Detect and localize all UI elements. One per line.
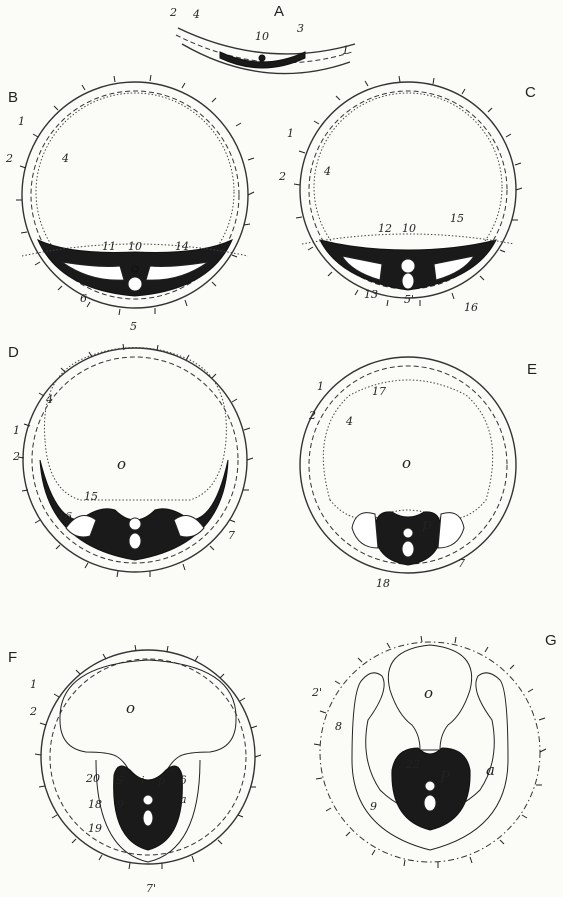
panel-e-label-o: o (402, 454, 411, 472)
panel-d-letter: D (8, 344, 19, 361)
panel-d-label-15: 15 (84, 490, 98, 503)
panel-b-label-11: 11 (102, 240, 116, 253)
panel-c: C 1 2 4 12 10 15 13 5' 16 (278, 76, 536, 314)
panel-f-label-i: i (141, 774, 145, 787)
panel-a: A 2 4 10 3 1 (169, 3, 355, 74)
panel-e-label-7: 7 (458, 557, 465, 570)
panel-e-left-amnion-fold (352, 513, 378, 548)
panel-d-label-o: o (117, 455, 126, 473)
panel-f-label-o: o (126, 699, 135, 717)
panel-d: D 1 4 2 o 15 16 7 (8, 344, 253, 577)
panel-b: B 1 2 4 11 10 14 6 5 (5, 75, 254, 333)
panel-b-neural-tube (128, 277, 142, 291)
panel-g-label-8: 8 (335, 720, 342, 733)
panel-a-label-2: 2 (169, 6, 177, 19)
panel-c-label-2: 2 (278, 170, 286, 183)
panel-f-label-19: 19 (88, 822, 102, 835)
panel-g-notochord-ring (425, 781, 435, 791)
panel-b-label-10: 10 (128, 240, 142, 253)
panel-f-label-2: 2 (29, 705, 37, 718)
panel-d-label-4: 4 (45, 393, 53, 406)
panel-g-label-p: P (439, 768, 451, 786)
panel-a-letter: A (274, 3, 284, 20)
panel-c-label-4: 4 (323, 165, 331, 178)
panel-f-neural-tube (143, 810, 153, 826)
panel-f-label-20: 20 (85, 772, 100, 785)
panel-a-notochord (259, 55, 265, 61)
panel-g-letter: G (545, 632, 557, 649)
panel-g-villi (314, 636, 546, 868)
panel-f-label-9: 9 (117, 798, 124, 811)
panel-c-label-5prime: 5' (404, 293, 414, 306)
panel-e-label-18: 18 (376, 577, 390, 590)
panel-g-neural-tube (424, 795, 436, 811)
panel-e-label-2: 2 (308, 409, 316, 422)
panel-b-label-14: 14 (175, 240, 189, 253)
panel-b-label-4: 4 (61, 152, 69, 165)
panel-c-neural-tube (402, 273, 414, 289)
panel-f-yolk-sac (60, 660, 236, 790)
panel-a-label-1: 1 (342, 44, 349, 57)
panel-e-letter: E (527, 361, 537, 378)
panel-c-yolk-line (302, 234, 514, 244)
panel-f-label-18: 18 (88, 798, 102, 811)
panel-d-label-16: 16 (58, 510, 72, 523)
panel-c-label-16: 16 (464, 301, 478, 314)
panel-e-right-amnion-fold (438, 513, 464, 548)
panel-c-letter: C (525, 84, 536, 101)
panel-c-label-1: 1 (287, 127, 294, 140)
panel-e-label-p: p (422, 515, 432, 533)
panel-d-label-2: 2 (12, 450, 20, 463)
panel-e-label-17: 17 (372, 385, 386, 398)
panel-g-label-22: 22 (405, 758, 420, 771)
panel-g: G 2' 8 o 22 P a 9 (311, 632, 557, 868)
panel-c-label-12: 12 (378, 222, 392, 235)
panel-d-yolk-sac (44, 348, 226, 501)
panel-f-label-delta: δ (180, 774, 187, 787)
panel-c-label-15: 15 (450, 212, 464, 225)
panel-e: E 1 17 2 4 o p 18 7 (300, 357, 537, 590)
panel-f-label-7prime: 7' (146, 882, 156, 895)
panel-a-label-4: 4 (192, 8, 200, 21)
panel-d-label-1: 1 (13, 424, 20, 437)
panel-g-label-o: o (424, 684, 433, 702)
panel-c-notochord-ring (401, 259, 415, 273)
panel-e-label-4: 4 (345, 415, 353, 428)
panel-b-label-6: 6 (80, 292, 87, 305)
panel-c-label-10: 10 (402, 222, 416, 235)
panel-g-label-2prime: 2' (311, 686, 322, 699)
panel-f-letter: F (8, 649, 17, 666)
panel-g-label-9: 9 (370, 800, 377, 813)
panel-a-label-3: 3 (297, 22, 304, 35)
panel-b-label-1: 1 (18, 115, 25, 128)
panel-e-notochord-ring (403, 528, 413, 538)
panel-d-neural-tube (129, 533, 141, 549)
panel-f-label-p: p (158, 774, 165, 787)
panel-c-label-13: 13 (364, 288, 378, 301)
panel-a-label-10: 10 (255, 30, 269, 43)
panel-f: F 1 2 o 20 S 18 9 19 i p δ a 7' (8, 645, 261, 895)
panel-g-label-a: a (486, 761, 495, 779)
panel-f-notochord-ring (143, 795, 153, 805)
panel-f-label-a: a (180, 793, 187, 806)
panel-f-label-s: S (116, 774, 124, 787)
panel-e-neural-tube (402, 541, 414, 557)
panel-e-yolk-sac (323, 380, 492, 520)
panel-f-label-1: 1 (30, 678, 37, 691)
panel-b-label-5: 5 (130, 320, 137, 333)
panel-d-notochord-ring (129, 518, 141, 530)
panel-d-label-7: 7 (228, 529, 235, 542)
panel-b-label-2: 2 (5, 152, 13, 165)
panel-b-notochord (132, 266, 138, 272)
panel-e-label-1: 1 (317, 380, 324, 393)
panel-b-letter: B (8, 89, 18, 106)
